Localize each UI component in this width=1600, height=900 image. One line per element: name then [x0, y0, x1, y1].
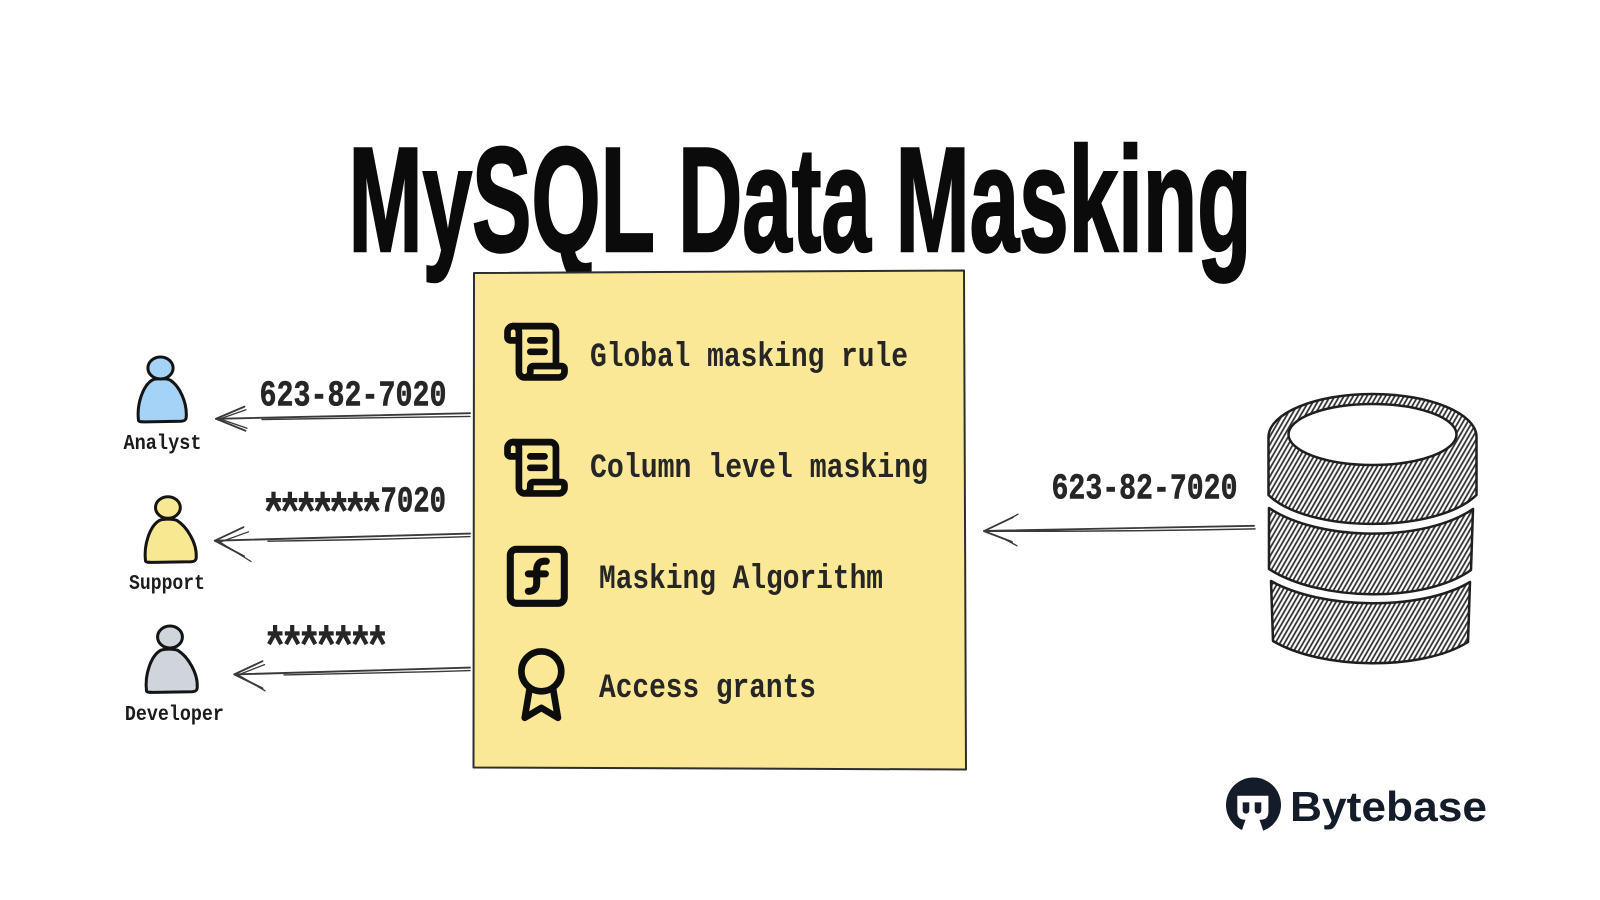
- svg-text:Access grants: Access grants: [599, 670, 816, 708]
- svg-text:Global masking rule: Global masking rule: [590, 339, 908, 377]
- svg-text:Analyst: Analyst: [124, 433, 202, 456]
- svg-text:Column level masking: Column level masking: [590, 450, 928, 488]
- svg-text:MySQL Data Masking: MySQL Data Masking: [349, 116, 1252, 283]
- svg-text:Masking Algorithm: Masking Algorithm: [599, 561, 883, 599]
- svg-text:Developer: Developer: [125, 704, 224, 727]
- svg-text:Bytebase: Bytebase: [1290, 783, 1487, 830]
- svg-text:623-82-7020: 623-82-7020: [260, 376, 447, 417]
- svg-text:7020: 7020: [381, 482, 447, 523]
- svg-text:Support: Support: [129, 573, 205, 596]
- svg-text:623-82-7020: 623-82-7020: [1052, 469, 1238, 510]
